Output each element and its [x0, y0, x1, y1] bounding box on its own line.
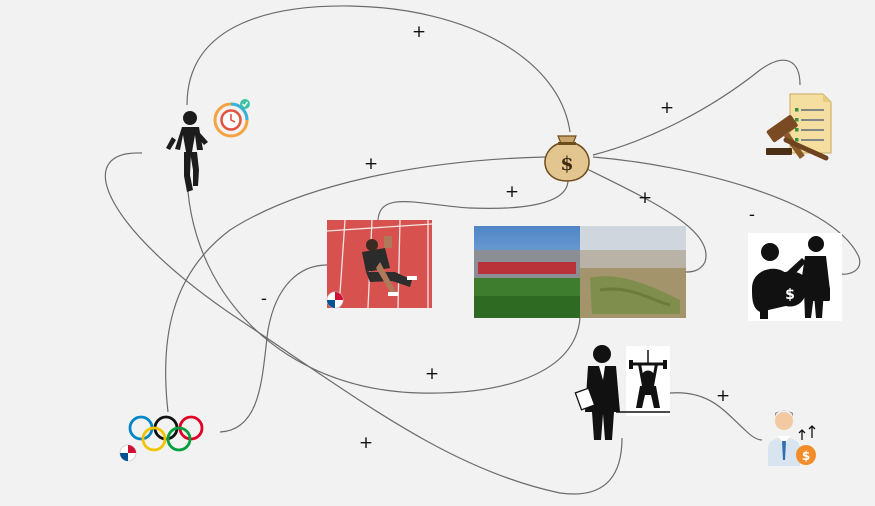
edge-money-corruption [592, 156, 861, 275]
edge-money-olympics [165, 156, 546, 413]
node-law [766, 93, 832, 161]
edge-coach-salary [669, 392, 763, 441]
svg-text:$: $ [785, 287, 795, 303]
running-athlete-icon [166, 111, 208, 192]
weightlifter-icon [616, 346, 670, 416]
node-injured-athlete [326, 219, 433, 309]
stadium-photo-right [580, 226, 686, 318]
sign-coach-salary: + [716, 386, 730, 406]
edge-money-stadiums [584, 167, 707, 273]
sign-money-olympics: + [364, 154, 378, 174]
gavel-icon [766, 115, 829, 161]
panama-flag-icon [326, 291, 344, 309]
node-olympics [119, 415, 204, 462]
coach-icon [574, 345, 620, 440]
sign-money-stadiums: + [638, 188, 652, 208]
svg-text:$: $ [560, 153, 573, 175]
svg-text:$: $ [802, 449, 810, 463]
edges [104, 5, 861, 495]
edge-signs: + + + + + - - + + + [261, 22, 755, 453]
node-money: $ [544, 135, 590, 182]
node-corruption: $ [748, 233, 842, 321]
stopwatch-icon [213, 99, 250, 138]
salary-increase-icon: $ [768, 410, 816, 466]
sign-money-injured: + [505, 182, 519, 202]
olympic-rings-icon [128, 415, 204, 452]
sign-money-corruption: - [749, 205, 755, 225]
sign-athlete-coach: + [359, 433, 373, 453]
edge-money-law [592, 59, 801, 156]
checklist-icon [789, 93, 832, 154]
sign-athlete-money: + [412, 22, 426, 42]
panama-flag-icon [119, 444, 137, 462]
edge-athlete-stadiums [186, 169, 581, 394]
stadium-photo-left [474, 226, 580, 318]
money-bag-icon: $ [544, 135, 590, 182]
edge-olympics-injured [219, 264, 328, 433]
node-stadiums [474, 226, 686, 318]
node-athlete [166, 99, 250, 192]
edge-athlete-coach [104, 152, 623, 495]
sign-olympics-injured: - [261, 289, 267, 309]
node-salary: $ [768, 410, 816, 466]
sign-athlete-stadiums: + [425, 364, 439, 384]
edge-money-injured [377, 179, 569, 221]
node-coach [574, 345, 670, 440]
injured-athlete-photo [326, 219, 433, 309]
bribery-icon: $ [748, 233, 842, 321]
sign-money-law: + [660, 98, 674, 118]
edge-athlete-money [186, 5, 571, 133]
